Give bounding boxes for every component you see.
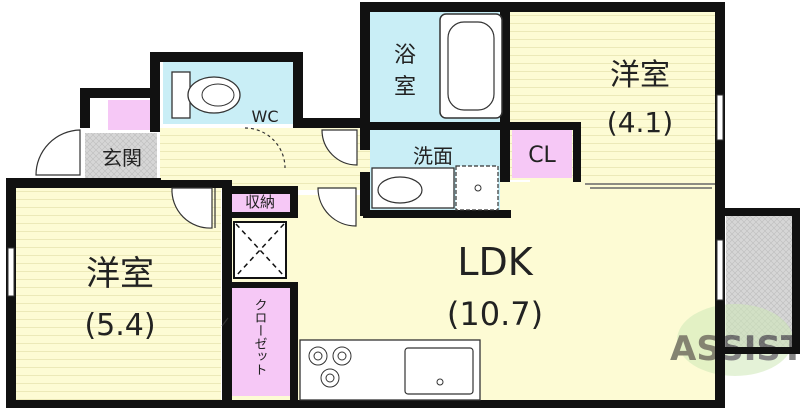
ldk-size: (10.7)	[447, 295, 543, 333]
bath-name-2: 室	[394, 75, 416, 100]
bedroom-west-floor	[16, 188, 221, 400]
bedroom-east-name: 洋室	[610, 58, 670, 93]
entrance-name: 玄関	[102, 146, 142, 170]
ldk-name: LDK	[457, 240, 533, 284]
fridge-space	[233, 221, 287, 279]
cl-floor	[512, 130, 572, 178]
bathtub	[439, 13, 503, 119]
toilet	[171, 71, 241, 119]
closet-tall-name: クローゼット	[252, 298, 268, 376]
storage-floor	[232, 190, 292, 212]
windows	[7, 94, 724, 301]
washbasin	[371, 167, 455, 209]
washing-machine-pan	[455, 165, 499, 211]
doors	[35, 127, 358, 327]
wc-name: WC	[252, 107, 279, 126]
bath-name-1: 浴	[394, 43, 416, 68]
sliding-tracks	[585, 183, 715, 189]
bedroom-west-size: (5.4)	[84, 308, 155, 343]
room-labels: 洋室 (5.4) 洋室 (4.1) LDK (10.7) 浴 室 洗面 WC 玄…	[84, 43, 673, 376]
bedroom-east-size: (4.1)	[607, 106, 673, 139]
storage-name: 収納	[245, 193, 275, 211]
bedroom-west-name: 洋室	[86, 254, 154, 294]
washroom-name: 洗面	[413, 144, 453, 168]
closet-cl-name: CL	[528, 143, 556, 168]
walls	[6, 2, 800, 408]
closet-tall-floor	[228, 288, 290, 396]
entrance-floor	[85, 133, 157, 183]
shoe-box	[108, 100, 153, 130]
kitchen-counter	[299, 339, 481, 401]
